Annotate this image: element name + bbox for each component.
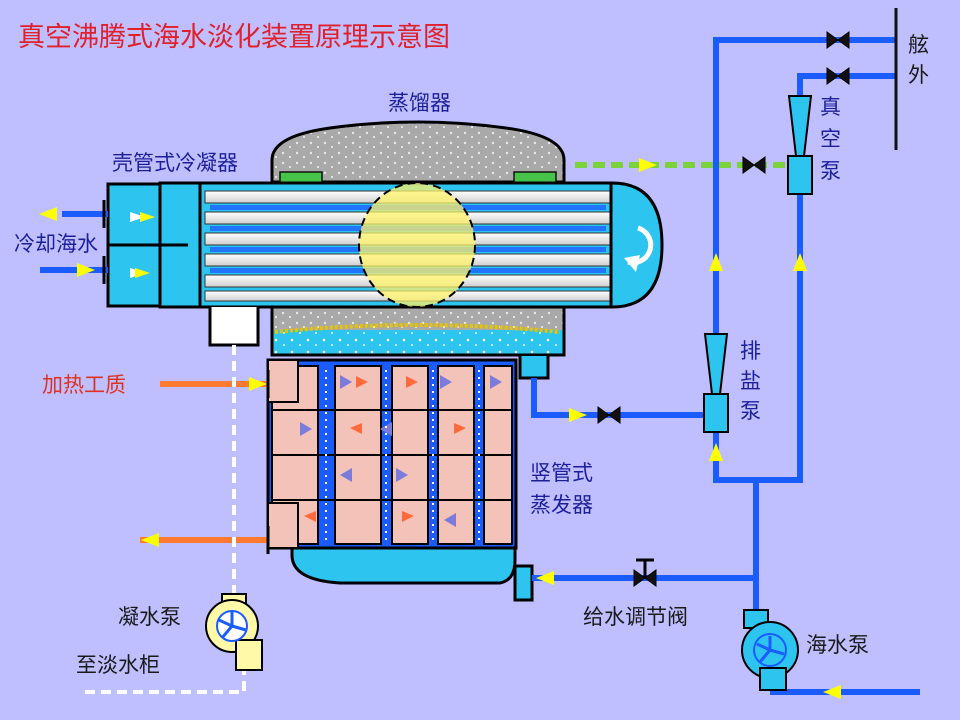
- feed-valve-icon[interactable]: [633, 558, 657, 587]
- vacuum-pump-char-2: 空: [820, 127, 841, 151]
- gate-valve-icon[interactable]: [826, 31, 850, 49]
- evaporator-label-line2: 蒸发器: [530, 493, 593, 517]
- distiller-label: 蒸馏器: [388, 91, 451, 115]
- seawater-piping: [531, 37, 920, 695]
- seawater-pump-icon: [741, 609, 799, 691]
- brine-outlet-nozzle: [518, 356, 550, 380]
- condensate-pump-label: 凝水泵: [118, 605, 181, 629]
- brine-pump-char-3: 泵: [740, 399, 761, 423]
- flow-arrow-icon: [823, 685, 841, 699]
- condenser-label: 壳管式冷凝器: [112, 151, 238, 175]
- flow-arrow-icon: [709, 253, 723, 271]
- evaporator-label-line1: 竖管式: [530, 461, 593, 485]
- condensate-pump-icon: [205, 593, 263, 671]
- flow-arrow-icon: [793, 253, 807, 271]
- vacuum-pump-char-3: 泵: [820, 159, 841, 183]
- seawater-pump-label: 海水泵: [806, 633, 869, 657]
- gate-valve-icon[interactable]: [742, 156, 766, 174]
- gate-valve-icon[interactable]: [826, 67, 850, 85]
- condensate-outlet: [208, 307, 260, 347]
- vacuum-pump-char-1: 真: [820, 95, 841, 119]
- freshwater-tank-label: 至淡水柜: [76, 653, 160, 677]
- diagram-title: 真空沸腾式海水淡化装置原理示意图: [18, 22, 450, 53]
- brine-pump-char-1: 排: [740, 339, 761, 363]
- vacuum-ejector-icon: [787, 95, 813, 195]
- heating-medium-label: 加热工质: [42, 373, 126, 397]
- flow-arrow-icon: [709, 443, 723, 461]
- gate-valve-icon[interactable]: [597, 406, 621, 424]
- evaporator: [266, 358, 534, 602]
- air-flow-arrow: [639, 158, 657, 172]
- cooling-water-pipes: [39, 200, 108, 284]
- feed-valve-label: 给水调节阀: [583, 605, 688, 629]
- brine-pump-char-2: 盐: [740, 369, 761, 393]
- overboard-char-2: 外: [908, 63, 929, 87]
- magnified-view-circle: [358, 182, 476, 308]
- brine-ejector-icon: [703, 333, 729, 433]
- overboard-char-1: 舷: [908, 33, 929, 57]
- flow-arrow-icon: [569, 408, 587, 422]
- heating-medium-pipes: [140, 370, 270, 554]
- condensate-line-out: [80, 665, 246, 694]
- cooling-water-label: 冷却海水: [14, 232, 98, 256]
- distiller-vessel: [270, 120, 566, 357]
- flow-arrow-icon: [536, 571, 554, 585]
